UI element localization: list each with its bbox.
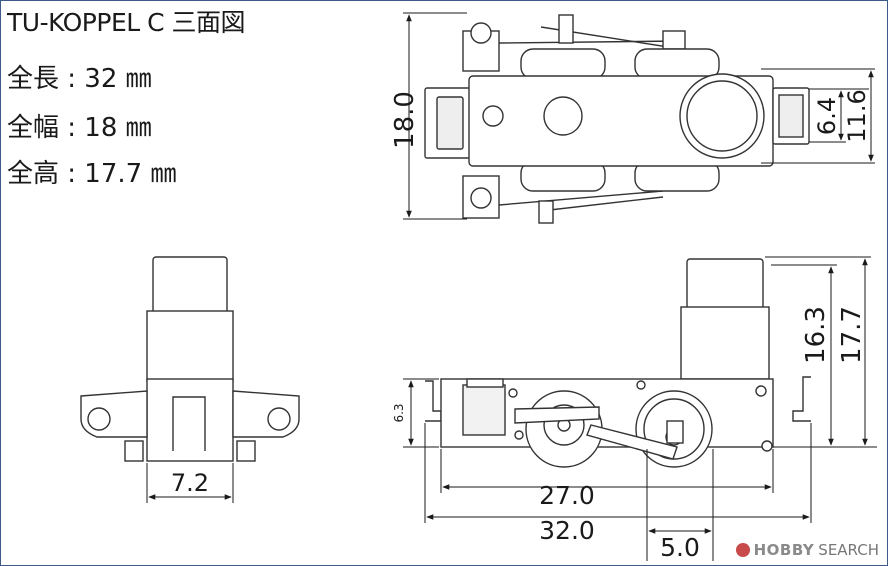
side-dim-5-label: 5.0	[660, 533, 700, 562]
watermark-word: SEARCH	[818, 541, 879, 559]
top-bracket-upper-hole	[470, 22, 492, 44]
top-rod-lower-block	[538, 200, 554, 224]
side-dimensions	[403, 256, 877, 561]
watermark: HOBBY SEARCH	[735, 541, 879, 559]
top-rod-upper-a	[498, 40, 682, 44]
watermark-brand: HOBBY	[753, 541, 815, 559]
side-rivet-5	[761, 440, 773, 452]
top-right-coupler-inner	[778, 94, 804, 138]
front-dimensions	[146, 463, 234, 503]
top-wheel-front-upper	[520, 48, 606, 80]
top-motor-cap	[543, 96, 583, 136]
side-rivet-1	[508, 388, 518, 398]
top-view	[424, 14, 810, 224]
side-motor-top	[466, 378, 504, 388]
front-cylinder	[152, 256, 228, 314]
front-ear-right-hole	[267, 407, 291, 431]
side-cylinder	[686, 258, 764, 310]
side-buffer-left	[425, 380, 442, 422]
front-dim-72-label: 7.2	[171, 469, 209, 497]
top-rod-lower-b	[540, 196, 664, 212]
front-chassis-slot	[172, 396, 206, 451]
side-rivet-2	[755, 385, 767, 397]
side-rivet-4	[514, 430, 524, 440]
spec-length: 全長 : 32 ㎜	[7, 64, 152, 94]
top-small-hole	[482, 105, 504, 127]
side-crosshead	[666, 420, 684, 444]
top-wheel-rear-upper	[634, 48, 720, 80]
side-dim-163-label: 16.3	[801, 306, 831, 364]
top-cylinder-inner	[686, 80, 758, 152]
top-dimensions	[403, 12, 875, 220]
spec-width: 全幅 : 18 ㎜	[7, 113, 152, 143]
side-rod-upper	[514, 406, 600, 424]
side-buffer-right	[792, 376, 811, 422]
top-dim-64-label: 6.4	[813, 97, 841, 135]
side-dim-27-label: 27.0	[539, 481, 595, 510]
top-bracket-lower-hole	[470, 187, 492, 209]
top-rod-lower-a	[498, 190, 664, 206]
front-chassis	[146, 378, 234, 462]
spec-height: 全高 : 17.7 ㎜	[7, 159, 177, 189]
diagram-title: TU-KOPPEL C 三面図	[7, 8, 246, 37]
top-dim-116-label: 11.6	[843, 89, 871, 142]
side-rivet-3	[636, 380, 646, 390]
side-dim-63-label: 6.3	[392, 403, 406, 422]
front-ear-left-hole	[87, 407, 111, 431]
top-dim-18-label: 18.0	[390, 91, 420, 149]
side-dim-177-label: 17.7	[837, 306, 867, 364]
side-dim-32-label: 32.0	[539, 516, 595, 545]
side-rod-lower	[586, 424, 678, 460]
side-motor-box	[462, 384, 506, 436]
front-foot-left	[124, 440, 144, 462]
watermark-logo-icon	[735, 543, 750, 557]
front-foot-right	[236, 440, 256, 462]
top-rod-upper-end	[662, 30, 686, 50]
side-cab	[680, 306, 770, 380]
top-rod-upper-block	[558, 14, 574, 44]
front-cab	[146, 310, 234, 382]
front-view	[80, 256, 300, 462]
top-left-coupler-inner	[436, 96, 464, 150]
side-view	[425, 258, 811, 468]
